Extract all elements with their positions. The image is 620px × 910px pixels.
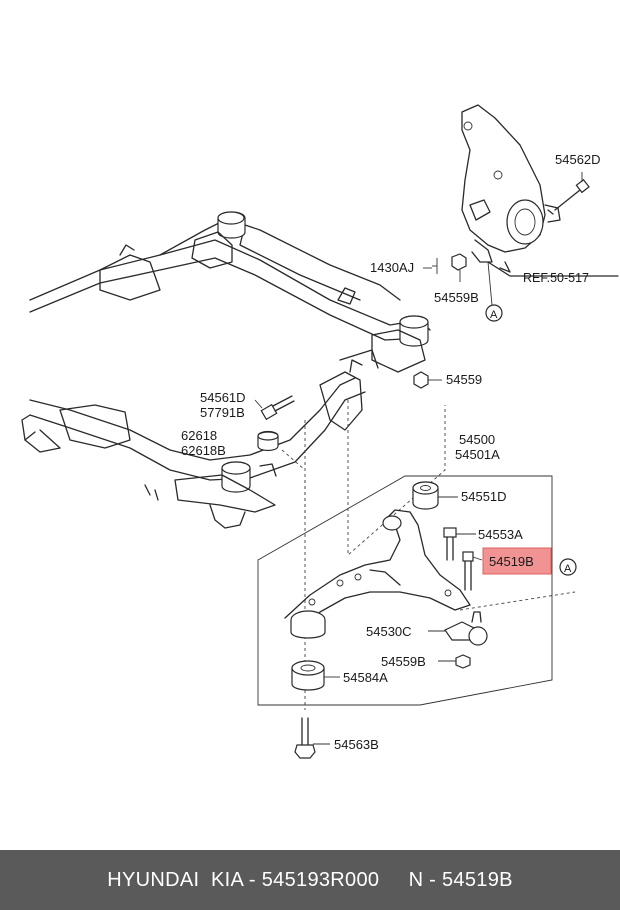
footer-bar: HYUNDAI KIA - 545193R000 N - 54519B bbox=[0, 850, 620, 910]
label-54562D: 54562D bbox=[555, 152, 601, 167]
label-54551D: 54551D bbox=[461, 489, 507, 504]
ref-circle-a-lower bbox=[559, 558, 577, 576]
lower-arm-box bbox=[257, 475, 553, 706]
label-circle-a-lower: A bbox=[564, 563, 572, 575]
ball-joint-54530C bbox=[444, 611, 488, 646]
part-labels: 54562D 1430AJ 54559B REF.50-517 A 54559 … bbox=[181, 152, 601, 752]
parts-diagram: 54562D 1430AJ 54559B REF.50-517 A 54559 … bbox=[21, 104, 619, 759]
bolt-54553A bbox=[443, 527, 457, 561]
bolt-54561D bbox=[260, 395, 295, 421]
bushing-54551D bbox=[412, 481, 439, 510]
label-62618B: 62618B bbox=[181, 443, 226, 458]
label-1430AJ: 1430AJ bbox=[370, 260, 414, 275]
label-54563B: 54563B bbox=[334, 737, 379, 752]
leader-lines bbox=[254, 172, 583, 745]
bolt-54519B bbox=[462, 551, 474, 591]
label-54559: 54559 bbox=[446, 372, 482, 387]
nut-54559 bbox=[413, 371, 429, 389]
label-54519B: 54519B bbox=[489, 554, 534, 569]
nut-62618 bbox=[257, 430, 279, 452]
nut-54559B-top bbox=[432, 253, 467, 274]
label-54559B-top: 54559B bbox=[434, 290, 479, 305]
label-54501A: 54501A bbox=[455, 447, 500, 462]
label-54553A: 54553A bbox=[478, 527, 523, 542]
subframe-drawing bbox=[21, 211, 431, 529]
footer-text: HYUNDAI KIA - 545193R000 N - 54519B bbox=[107, 868, 513, 891]
bolt-54563B bbox=[294, 717, 316, 759]
nut-54559B-bottom bbox=[455, 654, 471, 669]
knuckle-drawing bbox=[461, 104, 619, 277]
label-54584A: 54584A bbox=[343, 670, 388, 685]
label-54530C: 54530C bbox=[366, 624, 412, 639]
bushing-54584A bbox=[291, 660, 325, 691]
label-ref: REF.50-517 bbox=[523, 271, 589, 285]
label-54561D: 54561D bbox=[200, 390, 246, 405]
label-54559B-bottom: 54559B bbox=[381, 654, 426, 669]
ref-circle-a-upper bbox=[485, 304, 503, 322]
highlight-54519B bbox=[482, 547, 552, 575]
label-54500: 54500 bbox=[459, 432, 495, 447]
label-62618: 62618 bbox=[181, 428, 217, 443]
guide-lines bbox=[281, 400, 576, 710]
label-circle-a-upper: A bbox=[490, 309, 498, 321]
label-57791B: 57791B bbox=[200, 405, 245, 420]
lower-arm-drawing bbox=[284, 509, 471, 639]
